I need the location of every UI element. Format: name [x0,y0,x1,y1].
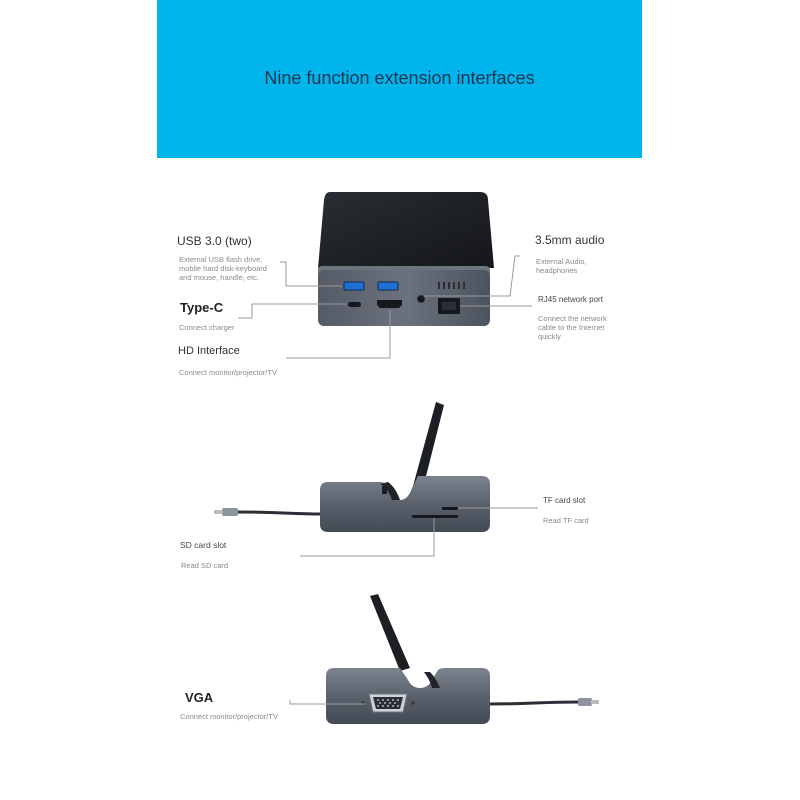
label-audio-desc: External Audio, headphones [536,257,587,275]
dock-side-view [214,402,490,532]
tablet-silhouette [318,192,494,268]
dock-vga-view [326,594,599,724]
label-sd-desc: Read SD card [181,561,229,570]
label-usb30-title: USB 3.0 (two) [177,234,252,248]
usb-a-port-2 [377,281,399,291]
tablet-tilted [410,402,444,500]
label-typec-desc: Connect charger [179,323,235,332]
vent-slots [438,282,465,289]
label-tf-title: TF card slot [543,496,586,505]
label-typec-title: Type-C [180,300,224,315]
label-sd-title: SD card slot [180,540,227,550]
tablet-tilted-2 [370,594,410,671]
label-usb30-desc: External USB flash drive, mobile hard di… [179,255,267,282]
leader-lines-vga [289,700,366,705]
label-rj45-title: RJ45 network port [538,295,603,304]
leader-lines-front [238,255,532,359]
label-tf-desc: Read TF card [543,516,589,525]
usb-a-port-1 [343,281,365,291]
audio-jack [417,295,425,303]
label-audio-title: 3.5mm audio [535,233,605,247]
label-rj45-desc: Connect the network cable to the Interne… [538,314,607,341]
usb-c-cable [235,510,323,516]
hdmi-port [377,300,402,308]
usb-c-cable-2 [489,700,581,706]
label-vga-desc: Connect monitor/projector/TV [180,712,278,721]
tf-card-slot [442,507,458,510]
label-hd-desc: Connect monitor/projector/TV [179,368,277,377]
dock-vga-body [326,668,490,724]
label-vga-title: VGA [185,690,214,705]
type-c-port [348,302,361,307]
sd-card-slot [412,515,458,518]
usb-c-plug-2 [578,698,592,706]
dock-body-front [318,270,490,326]
usb-c-plug [222,508,238,516]
header-banner: Nine function extension interfaces [157,0,642,158]
dock-front-view [318,192,494,326]
leader-lines-side [300,507,538,557]
label-hd-title: HD Interface [178,345,240,357]
dock-side-body [320,476,490,532]
banner-title: Nine function extension interfaces [264,68,535,88]
